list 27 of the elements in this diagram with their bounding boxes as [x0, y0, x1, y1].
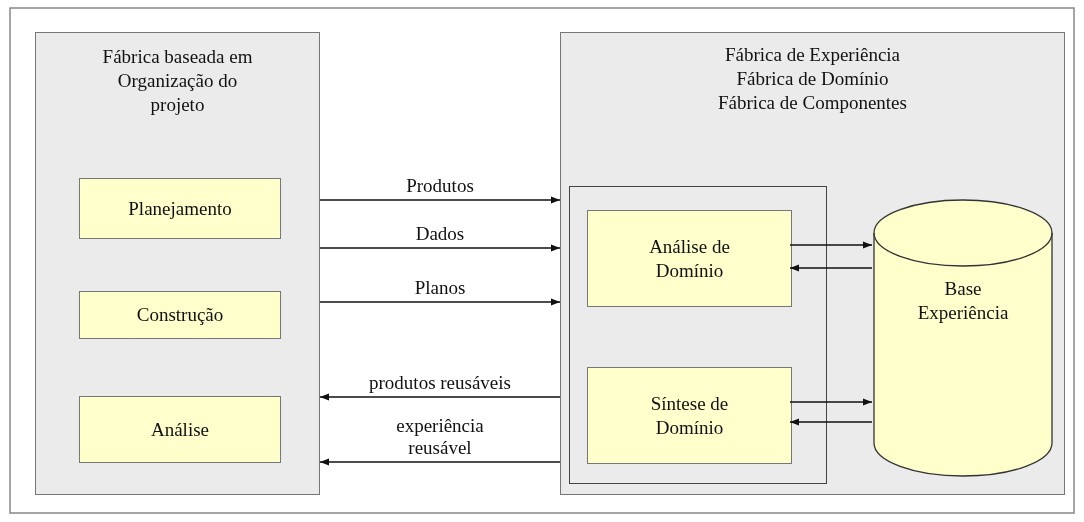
process-box — [587, 367, 792, 464]
panel-heading: Fábrica de Experiência — [724, 43, 901, 67]
factory-panel — [35, 32, 320, 495]
process-box — [79, 396, 281, 463]
arrow — [319, 244, 561, 252]
arrow — [319, 298, 561, 306]
arrow — [789, 418, 873, 426]
arrow — [319, 393, 561, 401]
node-label: Base Experiência — [916, 277, 1010, 325]
node-label: Análise de Domínio — [648, 234, 731, 283]
arrow — [789, 264, 873, 272]
node-label: Planejamento — [127, 196, 233, 221]
factory-panel — [560, 32, 1065, 495]
arrow — [319, 458, 561, 466]
node-label: Síntese de Domínio — [649, 391, 730, 440]
group-box — [569, 186, 827, 484]
arrow — [319, 196, 561, 204]
process-box — [79, 178, 281, 239]
panel-heading: Fábrica baseada em Organização do projeto — [101, 45, 254, 117]
panel-heading: Fábrica de Domínio — [736, 66, 889, 91]
node-label: Análise — [149, 417, 210, 442]
panel-heading: Fábrica de Componentes — [718, 90, 907, 115]
node-label: Construção — [135, 303, 225, 327]
arrow — [789, 398, 873, 406]
process-box — [587, 210, 792, 307]
process-box — [79, 291, 281, 339]
arrow — [789, 241, 873, 249]
